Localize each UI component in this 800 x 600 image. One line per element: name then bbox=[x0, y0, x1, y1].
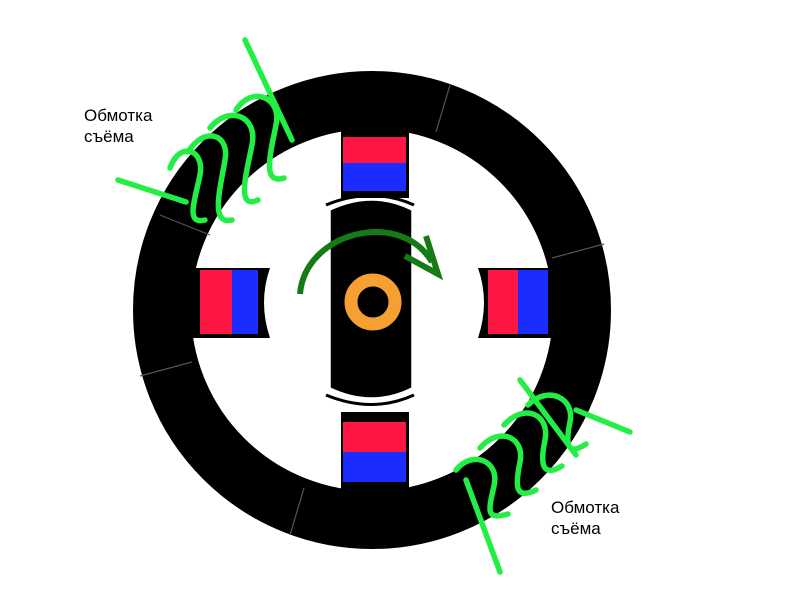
top-left-coil bbox=[115, 37, 295, 224]
pickup-coil-label-top-line2: съёма bbox=[84, 127, 134, 146]
right-magnet-south bbox=[518, 270, 548, 334]
left-magnet-south bbox=[232, 270, 258, 334]
bottom-magnet-north bbox=[343, 422, 406, 452]
bottom-pole bbox=[341, 412, 409, 494]
ring-segment-joints bbox=[139, 84, 605, 536]
left-pole bbox=[180, 268, 270, 338]
bottom-right-coil bbox=[453, 377, 633, 575]
shaft-icon bbox=[344, 273, 402, 331]
top-magnet-north bbox=[343, 137, 406, 163]
pickup-coil-label-bottom-line1: Обмотка bbox=[551, 498, 620, 517]
right-pole bbox=[478, 268, 565, 338]
top-pole bbox=[341, 118, 409, 198]
pickup-coil-label-top: Обмотка съёма bbox=[84, 105, 152, 147]
pickup-coil-label-bottom-line2: съёма bbox=[551, 519, 601, 538]
right-magnet-north bbox=[488, 270, 518, 334]
pickup-coil-label-top-line1: Обмотка bbox=[84, 106, 153, 125]
curved-arrow-clockwise-icon bbox=[297, 229, 444, 295]
top-magnet-south bbox=[343, 163, 406, 191]
left-magnet-north bbox=[200, 270, 232, 334]
pickup-coil-label-bottom: Обмотка съёма bbox=[551, 497, 619, 539]
rotor bbox=[329, 199, 413, 399]
bottom-magnet-south bbox=[343, 452, 406, 482]
stator-ring bbox=[133, 71, 611, 549]
